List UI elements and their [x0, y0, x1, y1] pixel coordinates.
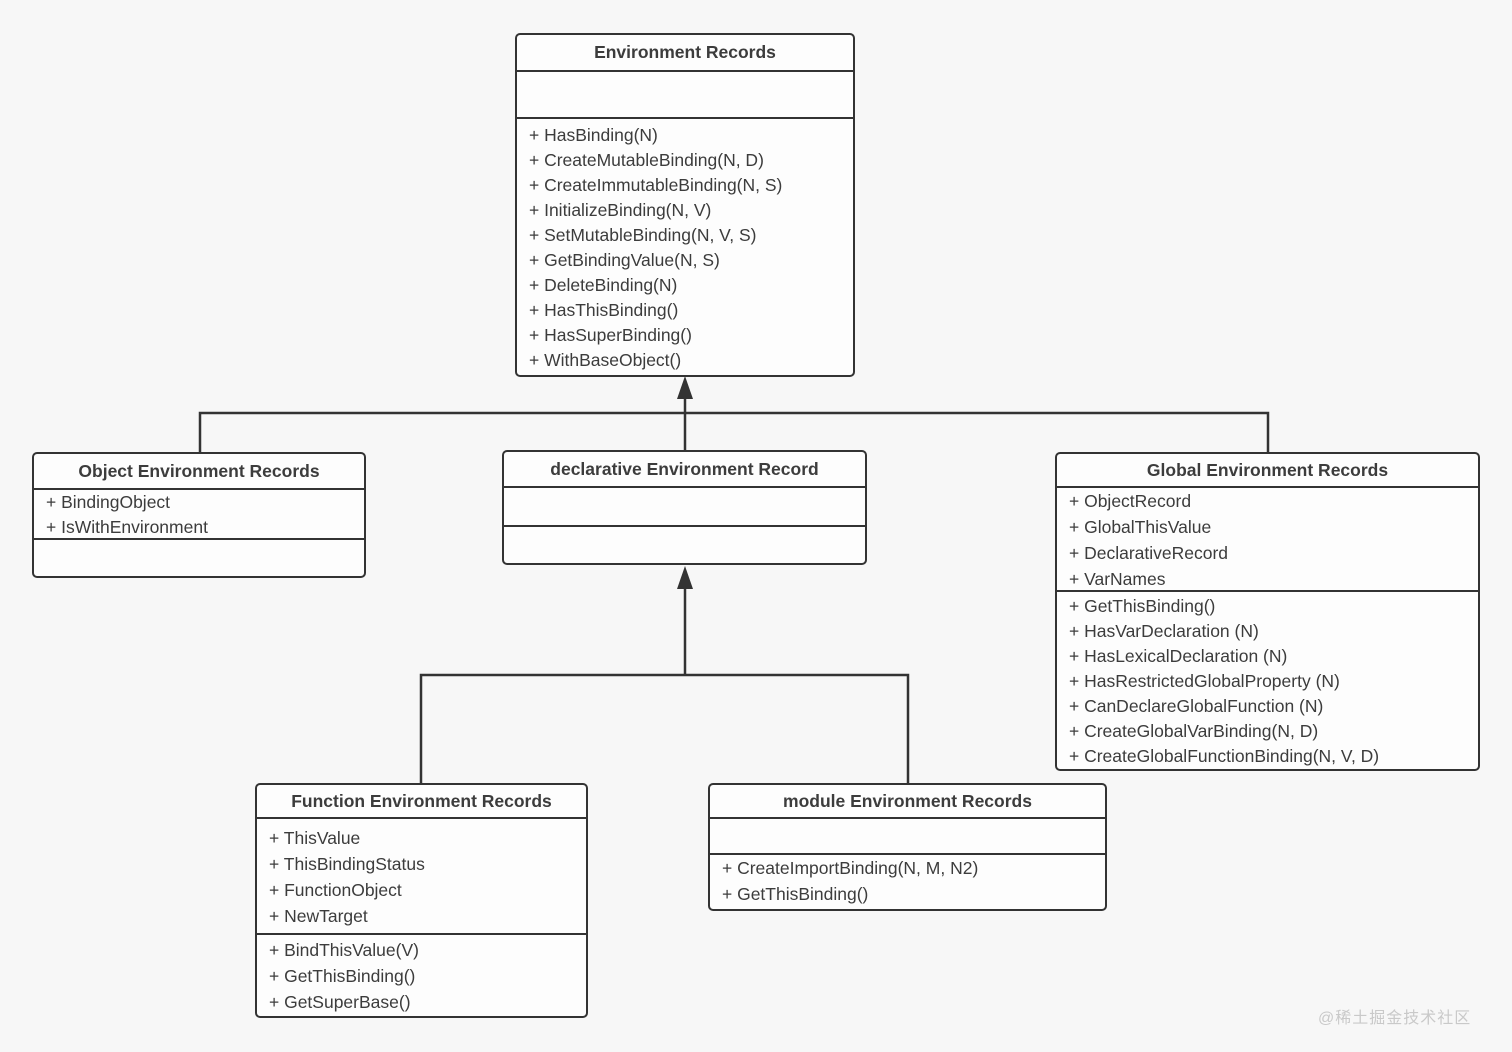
attribute: + DeclarativeRecord	[1069, 543, 1229, 563]
class-attributes-empty	[517, 72, 853, 119]
class-global-environment-records: Global Environment Records + ObjectRecor…	[1055, 452, 1480, 771]
method: + GetBindingValue(N, S)	[529, 250, 720, 270]
class-title: declarative Environment Record	[504, 452, 865, 488]
method: + CreateMutableBinding(N, D)	[529, 150, 764, 170]
method: + BindThisValue(V)	[269, 940, 419, 960]
class-methods-empty	[34, 540, 364, 576]
method: + GetThisBinding()	[269, 966, 416, 986]
method: + GetThisBinding()	[722, 884, 869, 904]
method: + GetSuperBase()	[269, 992, 411, 1012]
class-attributes: + ThisValue + ThisBindingStatus + Functi…	[257, 819, 586, 935]
class-attributes-empty	[710, 819, 1105, 855]
method: + CreateGlobalFunctionBinding(N, V, D)	[1069, 746, 1380, 766]
class-module-environment-records: module Environment Records + CreateImpor…	[708, 783, 1107, 911]
class-title: Environment Records	[517, 35, 853, 72]
method: + HasBinding(N)	[529, 125, 658, 145]
watermark: @稀土掘金技术社区	[1318, 1010, 1472, 1027]
method: + HasLexicalDeclaration (N)	[1069, 646, 1288, 666]
method: + WithBaseObject()	[529, 350, 682, 370]
method: + HasSuperBinding()	[529, 325, 692, 345]
attribute: + IsWithEnvironment	[46, 517, 208, 537]
class-methods: + HasBinding(N) + CreateMutableBinding(N…	[517, 119, 853, 375]
method: + CanDeclareGlobalFunction (N)	[1069, 696, 1324, 716]
connector-upper-bracket	[198, 411, 1270, 453]
class-methods: + CreateImportBinding(N, M, N2) + GetThi…	[710, 855, 1105, 909]
arrowhead-lower	[677, 566, 693, 589]
class-methods-empty	[504, 527, 865, 563]
method: + DeleteBinding(N)	[529, 275, 678, 295]
attribute: + VarNames	[1069, 569, 1166, 589]
class-title: Object Environment Records	[34, 454, 364, 490]
class-object-environment-records: Object Environment Records + BindingObje…	[32, 452, 366, 578]
attribute: + ObjectRecord	[1069, 491, 1192, 511]
class-declarative-environment-record: declarative Environment Record	[502, 450, 867, 565]
attribute: + FunctionObject	[269, 880, 402, 900]
class-methods: + GetThisBinding() + HasVarDeclaration (…	[1057, 592, 1478, 769]
method: + HasVarDeclaration (N)	[1069, 621, 1259, 641]
method: + SetMutableBinding(N, V, S)	[529, 225, 757, 245]
class-title: Function Environment Records	[257, 785, 586, 819]
method: + HasThisBinding()	[529, 300, 679, 320]
class-title: module Environment Records	[710, 785, 1105, 819]
class-attributes: + BindingObject + IsWithEnvironment	[34, 490, 364, 540]
method: + HasRestrictedGlobalProperty (N)	[1069, 671, 1340, 691]
attribute: + GlobalThisValue	[1069, 517, 1212, 537]
class-title: Global Environment Records	[1057, 454, 1478, 488]
class-environment-records: Environment Records + HasBinding(N) + Cr…	[515, 33, 855, 377]
method: + InitializeBinding(N, V)	[529, 200, 712, 220]
method: + CreateGlobalVarBinding(N, D)	[1069, 721, 1319, 741]
class-attributes-empty	[504, 488, 865, 527]
attribute: + ThisBindingStatus	[269, 854, 425, 874]
class-attributes: + ObjectRecord + GlobalThisValue + Decla…	[1057, 488, 1478, 592]
attribute: + NewTarget	[269, 906, 368, 926]
attribute: + ThisValue	[269, 828, 361, 848]
class-function-environment-records: Function Environment Records + ThisValue…	[255, 783, 588, 1018]
method: + CreateImmutableBinding(N, S)	[529, 175, 783, 195]
method: + GetThisBinding()	[1069, 596, 1216, 616]
attribute: + BindingObject	[46, 492, 171, 512]
class-methods: + BindThisValue(V) + GetThisBinding() + …	[257, 935, 586, 1016]
connector-lower-bracket	[419, 673, 910, 784]
arrowhead-upper	[677, 376, 693, 399]
method: + CreateImportBinding(N, M, N2)	[722, 858, 979, 878]
